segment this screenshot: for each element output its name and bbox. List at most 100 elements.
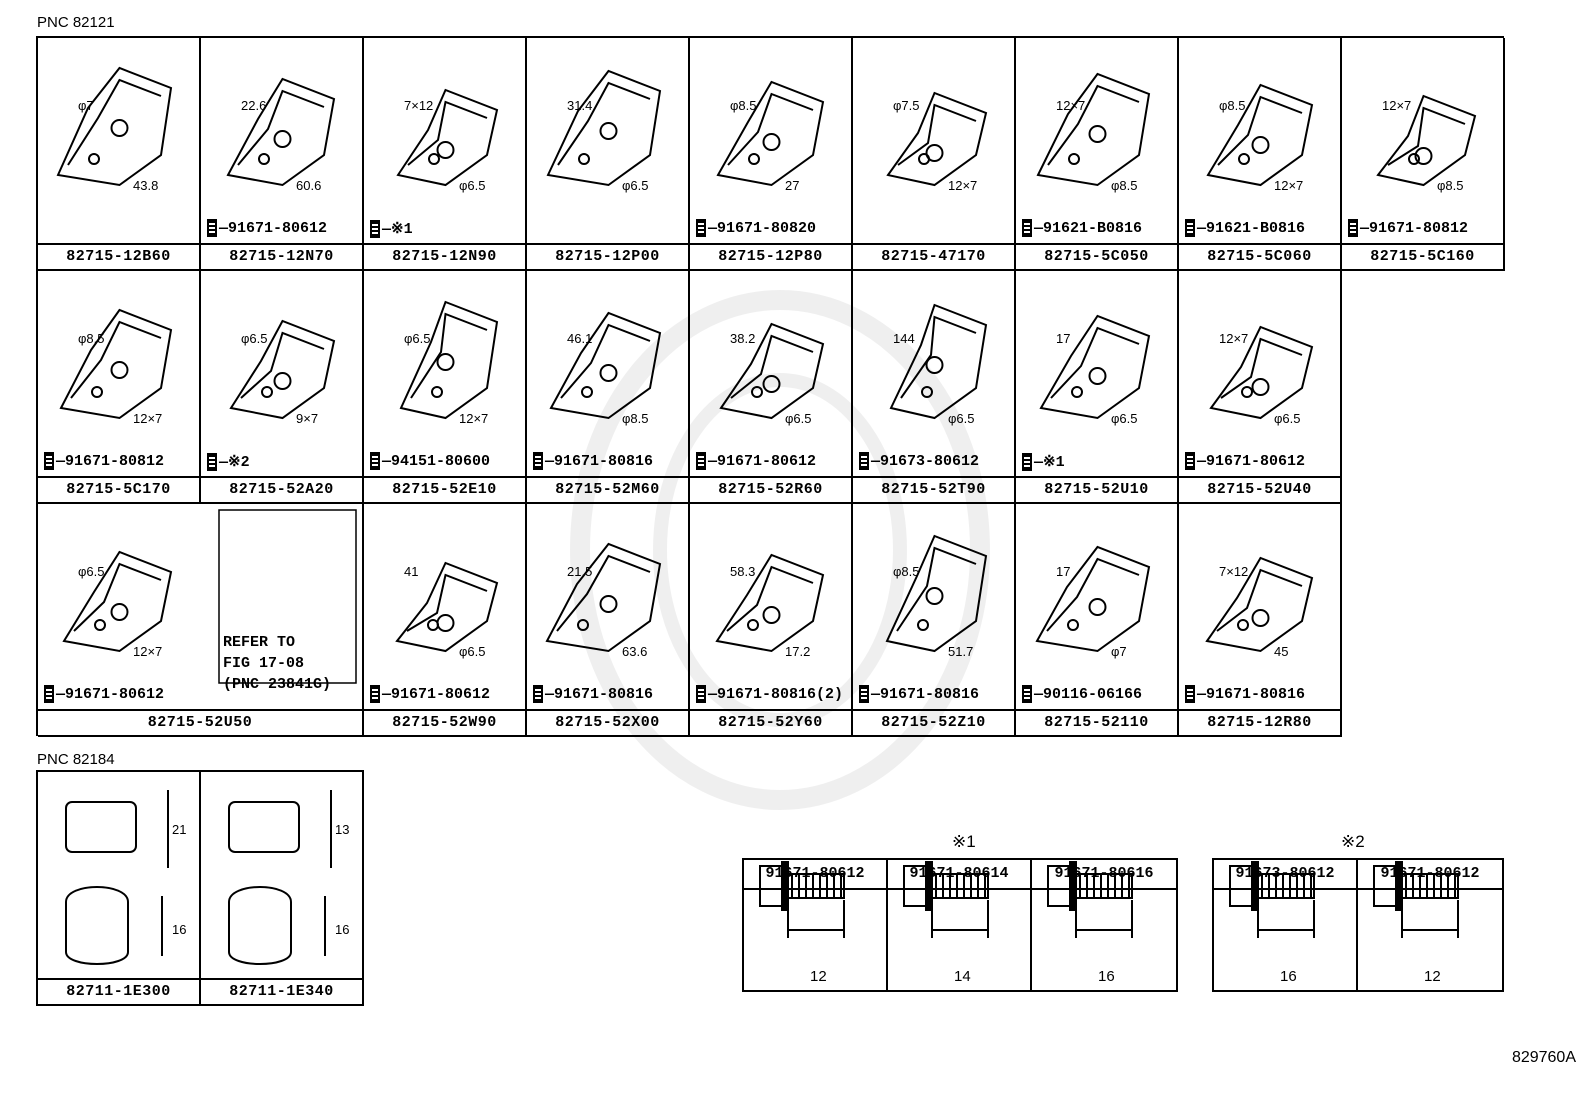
bolt-part-number: 91671-80812 — [1369, 219, 1469, 237]
bolt-callout: —90116-06166 — [1022, 685, 1142, 703]
bracket-illustration — [1035, 545, 1151, 653]
bracket-illustration — [1376, 94, 1477, 187]
bolt-callout: —91671-80612 — [207, 219, 327, 237]
bolt-part-number: 91671-80816 — [554, 685, 654, 703]
part-number: 82715-52Y60 — [690, 709, 851, 735]
bracket-drawing — [715, 553, 825, 653]
dimension-label: φ7 — [78, 98, 94, 113]
bolt-part-number: 91671-80812 — [65, 452, 165, 470]
bolt-callout: —91673-80612 — [859, 452, 979, 470]
dimension-label: 43.8 — [133, 178, 159, 193]
bracket-illustration — [1205, 556, 1314, 653]
bracket-illustration — [886, 91, 988, 187]
dimension-label: 12×7 — [1274, 178, 1304, 193]
bolt-part-number: 91671-80612 — [228, 219, 328, 237]
bolt-callout: —91671-80612 — [44, 685, 164, 703]
bracket-illustration — [226, 77, 336, 187]
bracket-drawing — [399, 300, 499, 420]
bracket-illustration — [715, 553, 825, 653]
bolt-icon — [370, 220, 380, 239]
bolt-part-number: 91671-80612 — [717, 452, 817, 470]
dimension-label: φ8.5 — [78, 331, 105, 346]
bolt-part-number: 91671-80612 — [1358, 860, 1502, 890]
dimension-label: 21 — [172, 822, 187, 837]
part-number: 82711-1E300 — [38, 978, 199, 1004]
dimension-label: φ6.5 — [404, 331, 431, 346]
refer-line: FIG 17-08 — [223, 655, 305, 672]
dimension-label: 38.2 — [730, 331, 756, 346]
bolt-part-number: 94151-80600 — [391, 452, 491, 470]
bolt-part-number: 91671-80612 — [744, 860, 886, 890]
part-number: 82715-52T90 — [853, 476, 1014, 502]
dimension-label: 12×7 — [459, 411, 489, 426]
bolt-callout: —91671-80816 — [533, 685, 653, 703]
bracket-drawing — [396, 88, 499, 187]
dimension-label: 12×7 — [1219, 331, 1249, 346]
dimension-label: φ6.5 — [785, 411, 812, 426]
bolt-callout: —91671-80612 — [1185, 452, 1305, 470]
dimension-label: φ7.5 — [893, 98, 920, 113]
part-number: 82715-12P80 — [690, 243, 851, 269]
part-number: 82715-5C170 — [38, 476, 199, 502]
dimension-label: 17 — [1056, 331, 1071, 346]
bracket-illustration — [1206, 83, 1314, 187]
part-number: 82715-12R80 — [1179, 709, 1340, 735]
bolt-icon — [1185, 452, 1195, 470]
dimension-label: φ8.5 — [1219, 98, 1246, 113]
part-number: 82715-47170 — [853, 243, 1014, 269]
dimension-label: 12×7 — [1382, 98, 1412, 113]
bracket-drawing — [885, 534, 988, 653]
bolt-icon — [533, 685, 543, 703]
bracket-illustration — [62, 509, 357, 684]
bracket-illustration — [545, 542, 662, 653]
bracket-drawing — [1039, 314, 1151, 420]
bolt-icon — [696, 452, 706, 470]
dimension-label: 17.2 — [785, 644, 811, 659]
bracket-illustration — [716, 80, 825, 187]
bolt-callout: —91671-80812 — [1348, 219, 1468, 237]
bolt-illustration — [1373, 861, 1459, 938]
dimension-label: φ6.5 — [622, 178, 649, 193]
bolt-part-number: 91673-80612 — [1214, 860, 1356, 890]
dimension-label: φ6.5 — [459, 644, 486, 659]
dimension-label: φ6.5 — [1274, 411, 1301, 426]
bolt-callout: —91621-B0816 — [1022, 219, 1142, 237]
bolt-callout: —91671-80612 — [370, 685, 490, 703]
bolt-part-number: ※1 — [1043, 454, 1065, 471]
refer-line: (PNC 23841G) — [223, 676, 332, 693]
bolt-icon — [696, 685, 706, 703]
bracket-illustration — [396, 88, 499, 187]
bracket-illustration — [1209, 325, 1314, 420]
bracket-illustration — [229, 319, 336, 420]
dimension-label: φ6.5 — [459, 178, 486, 193]
bolt-icon — [1185, 219, 1195, 237]
bolt-callout: —91671-80820 — [696, 219, 816, 237]
bolt-icon — [44, 685, 54, 703]
bracket-drawing — [59, 308, 173, 420]
bolt-part-number: 91671-80816 — [880, 685, 980, 703]
dimension-label: 7×12 — [1219, 564, 1249, 579]
bracket-drawing — [1036, 72, 1151, 187]
part-number: 82715-52U10 — [1016, 476, 1177, 502]
dimension-label: φ6.5 — [1111, 411, 1138, 426]
part-number: 82715-12N70 — [201, 243, 362, 269]
bracket-illustration — [399, 300, 499, 420]
bolt-part-number: 91671-80816 — [1206, 685, 1306, 703]
dimension-label: 58.3 — [730, 564, 756, 579]
